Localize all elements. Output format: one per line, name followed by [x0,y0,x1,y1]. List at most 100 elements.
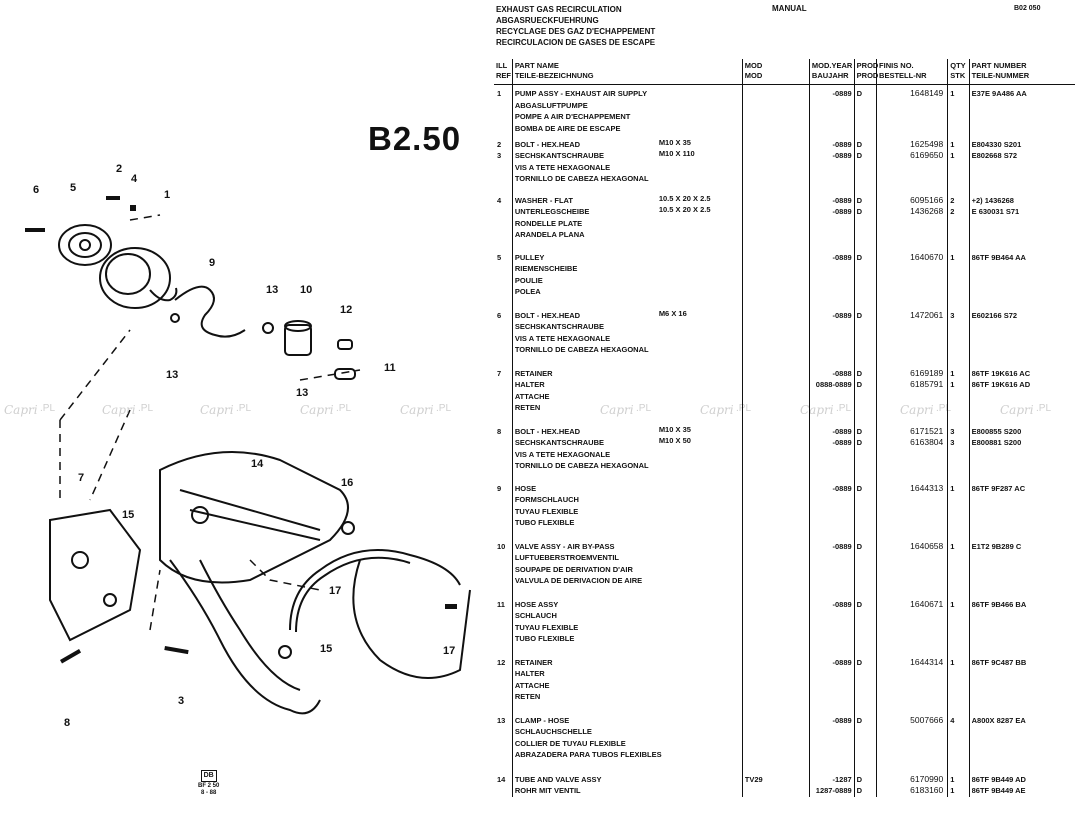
part-name-line: POULIE [514,275,543,285]
size-column: 10.5 X 20 X 2.5 10.5 X 20 X 2.5 [659,193,711,216]
mod-cell [741,249,810,308]
qty-cell-line: 1 [950,599,955,609]
year-cell-line: -0889 [832,599,852,609]
qty-cell: 1 [947,654,970,713]
part-name-line: VALVULA DE DERIVACION DE AIRE [514,576,643,586]
prod-cell-line: D [856,657,863,667]
parts-list-panel: EXHAUST GAS RECIRCULATION ABGASRUECKFUEH… [490,0,1080,826]
year-cell-line: -0889 [832,151,852,161]
manual-label: MANUAL [772,4,807,13]
part-name-line: VALVE ASSY - AIR BY-PASS [514,541,615,551]
ref-number: 9 [497,483,502,493]
size-value: M10 X 35 [658,137,691,147]
part-name-line: TUYAU FLEXIBLE [514,622,579,632]
part-name-line: WASHER - FLAT [514,195,573,205]
part-name-line: ROHR MIT VENTIL [514,786,581,796]
ref-cell: 1 [494,85,512,137]
footer-line: BF 2 50 [198,783,220,789]
finis-cell-line: 1625498 [910,138,944,149]
callout-label: 12 [340,304,352,316]
mod-cell [741,365,810,424]
part-name-line: RETAINER [514,657,553,667]
finis-cell-line: 5007666 [910,714,944,725]
year-cell: -0889 [808,712,855,772]
ref-number: 2 [497,139,502,149]
prod-cell-line: D [856,715,863,725]
year-cell: -0889 [808,249,855,308]
callout-label: 3 [178,695,184,707]
mod-cell [741,423,810,481]
prod-cell: D [853,596,877,655]
part-name-line: TUYAU FLEXIBLE [514,506,579,516]
watermark: .PL [336,403,352,414]
year-cell-line: -0889 [832,195,852,205]
size-value: M6 X 16 [658,308,687,318]
ref-number: 8 [497,426,502,436]
partnum-cell: E37E 9A486 AA [968,84,1075,137]
size-value: 10.5 X 20 X 2.5 [658,205,711,215]
qty-cell-line: 1 [950,368,955,378]
qty-cell-line: 2 [950,207,955,217]
finis-cell-line: 1472061 [910,309,944,320]
section-code: B2.50 [368,120,462,157]
ref-number: 3 [497,151,502,161]
year-cell-line: -0889 [832,252,852,262]
part-name-line: RETAINER [514,368,553,378]
finis-cell-line: 1644314 [910,656,944,667]
partnum-cell: 86TF 9B464 AA [968,249,1075,308]
partnum-cell-line: E802668 S72 [971,151,1018,161]
callout-label: 10 [300,284,312,296]
part-name-line: FORMSCHLAUCH [514,495,579,505]
finis-cell-line: 1644313 [910,482,944,493]
size-value: M10 X 110 [658,149,695,159]
callout-label: 11 [384,362,396,374]
ref-cell: 7 [494,366,512,424]
mod-cell [741,654,810,713]
size-value: 10.5 X 20 X 2.5 [658,193,711,203]
callout-label: 17 [329,585,341,597]
part-name-line: RETEN [514,692,541,702]
ref-cell: 8 [494,424,512,481]
ref-cell: 11 [494,597,512,655]
finis-cell-line: 6169189 [910,367,944,378]
callout-label: 8 [64,717,70,729]
prod-cell-line: D [856,483,863,493]
part-name-line: PUMP ASSY - EXHAUST AIR SUPPLY [514,89,648,98]
part-name-line: RIEMENSCHEIBE [514,264,578,274]
prod-cell: D [853,538,877,597]
year-cell: -0889 [808,538,855,597]
qty-cell-line: 3 [950,310,955,320]
year-cell: -0889-0889 [808,423,855,481]
partnum-cell-line: 86TF 9C487 BB [971,657,1027,667]
partnum-cell: A800X 8287 EA [968,712,1075,772]
part-name-line: VIS A TETE HEXAGONALE [514,333,611,343]
watermark: Capri [102,403,136,417]
part-name-line: HOSE ASSY [514,599,559,609]
size-column: M6 X 16 [659,308,687,320]
watermark: .PL [236,403,252,414]
part-name-line: HALTER [514,669,545,679]
year-cell-line: -0889 [832,89,852,98]
part-name-line: HOSE [514,483,537,493]
